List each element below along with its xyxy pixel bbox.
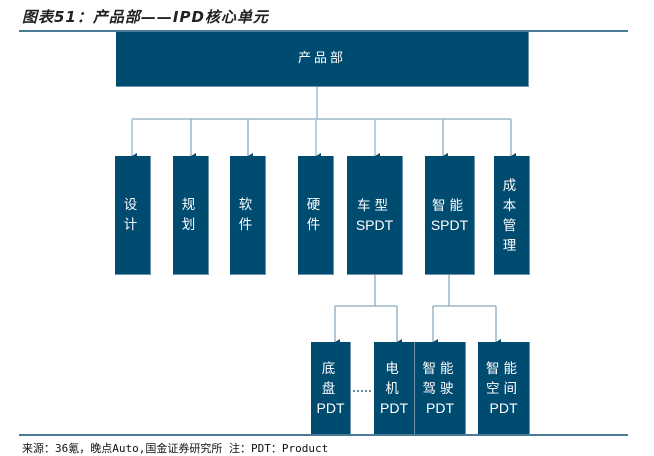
label-line: 本 xyxy=(502,198,521,214)
label-line: PDT xyxy=(489,400,518,416)
box-software: 软 件 xyxy=(230,156,266,275)
label-line: 底 xyxy=(321,361,340,377)
box-planning: 规 划 xyxy=(173,156,209,275)
footer-rule xyxy=(19,434,628,436)
label-line: PDT xyxy=(426,400,454,416)
box-chassis-pdt: 底 盘 PDT xyxy=(311,342,351,435)
label-line: 成 xyxy=(502,178,521,194)
label-line: 智能 xyxy=(486,361,521,377)
box-vehicle-spdt: 车型 SPDT xyxy=(347,156,403,275)
box-design: 设 计 xyxy=(115,156,151,275)
box-adas-pdt: 智能 驾驶 PDT xyxy=(415,342,466,435)
label-line: 划 xyxy=(181,217,200,233)
label-line: 车型 xyxy=(357,198,392,214)
box-motor-pdt: 电 机 PDT xyxy=(374,342,415,435)
box-cabin-pdt: 智能 空间 PDT xyxy=(478,342,530,435)
label-line: 理 xyxy=(502,238,521,254)
root-label: 产品部 xyxy=(297,51,346,66)
label-line: 件 xyxy=(238,217,257,233)
label-line: 硬 xyxy=(306,197,325,213)
source-note: 来源：36氪，晚点Auto,国金证券研究所 注：PDT：Product xyxy=(22,442,329,455)
label-line: 智能 xyxy=(422,361,458,377)
label-line: 规 xyxy=(181,197,200,213)
label-line: SPDT xyxy=(430,217,469,233)
label-line: 空间 xyxy=(486,381,521,397)
label-line: 计 xyxy=(123,217,142,233)
label-line: 设 xyxy=(123,197,142,213)
box-hardware: 硬 件 xyxy=(298,156,334,275)
label-line: 智能 xyxy=(432,198,467,214)
label-line: 软 xyxy=(238,197,257,213)
label-line: 电 xyxy=(385,361,403,377)
label-line: PDT xyxy=(316,400,345,416)
label-line: 盘 xyxy=(321,381,340,397)
box-cost-mgmt: 成 本 管 理 xyxy=(494,156,530,275)
box-smart-spdt: 智能 SPDT xyxy=(425,156,475,275)
label-line: 驾驶 xyxy=(422,381,458,397)
root-box-product-dept: 产品部 xyxy=(116,32,529,87)
label-line: PDT xyxy=(380,400,408,416)
label-line: 机 xyxy=(385,381,403,397)
header-rule xyxy=(19,30,628,32)
label-line: SPDT xyxy=(355,217,394,233)
label-line: 管 xyxy=(502,218,521,234)
figure-title: 图表51：产品部——IPD核心单元 xyxy=(22,8,269,26)
label-line: 件 xyxy=(306,217,325,233)
